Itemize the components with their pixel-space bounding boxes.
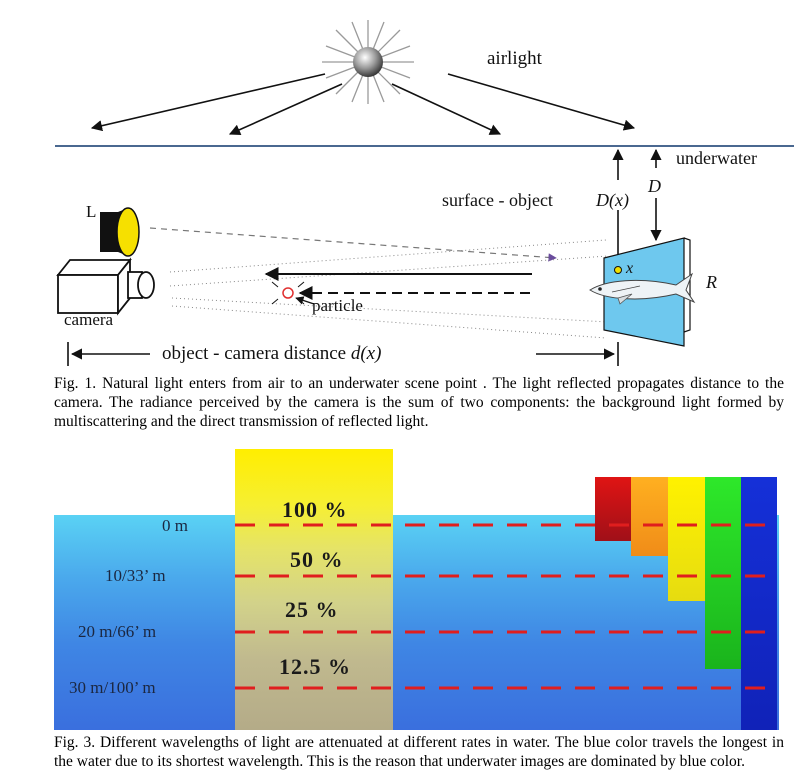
- depth-label-3: 30 m/100’ m: [69, 678, 156, 697]
- light-rays: [149, 227, 609, 339]
- label-particle: particle: [312, 296, 363, 315]
- percent-label-2: 25 %: [285, 597, 339, 622]
- label-L: L: [86, 202, 97, 221]
- label-D-of-x: D(x): [596, 190, 629, 210]
- color-bar-red: [595, 477, 632, 541]
- label-x: x: [626, 260, 634, 277]
- label-distance-text: object - camera distance: [162, 343, 347, 364]
- label-camera: camera: [64, 310, 114, 329]
- light-column: [235, 449, 393, 730]
- percent-label-0: 100 %: [282, 497, 348, 522]
- depth-label-0: 0 m: [162, 516, 188, 535]
- distance-line: [67, 342, 619, 366]
- camera-icon: [56, 257, 155, 316]
- color-bar-green: [705, 477, 742, 669]
- lamp-icon: [100, 207, 140, 257]
- figure-1-caption: Fig. 1. Natural light enters from air to…: [54, 375, 784, 430]
- label-airlight: airlight: [487, 48, 542, 69]
- label-distance: object - camera distance d(x): [162, 343, 381, 365]
- depth-lines: [235, 523, 779, 690]
- label-D: D: [648, 176, 661, 196]
- fish-icon: [589, 272, 696, 305]
- sun-icon: [322, 20, 414, 104]
- figure-3-caption: Fig. 3. Different wavelengths of light a…: [54, 734, 784, 770]
- figure-3-diagram: [54, 449, 779, 730]
- figure-1-diagram: [55, 20, 794, 366]
- percent-label-3: 12.5 %: [279, 654, 351, 679]
- label-d-of-x: d(x): [350, 343, 382, 364]
- depth-label-1: 10/33’ m: [105, 566, 166, 585]
- particle-pointer: [295, 296, 315, 305]
- label-surface-object: surface - object: [442, 190, 553, 210]
- airlight-arrows: [90, 73, 636, 136]
- particle-icon: [271, 281, 305, 305]
- color-bar-yellow: [668, 477, 706, 601]
- label-underwater: underwater: [676, 148, 757, 168]
- label-R: R: [706, 272, 717, 292]
- color-bar-orange: [631, 477, 669, 556]
- percent-label-1: 50 %: [290, 547, 344, 572]
- depth-label-2: 20 m/66’ m: [78, 622, 157, 641]
